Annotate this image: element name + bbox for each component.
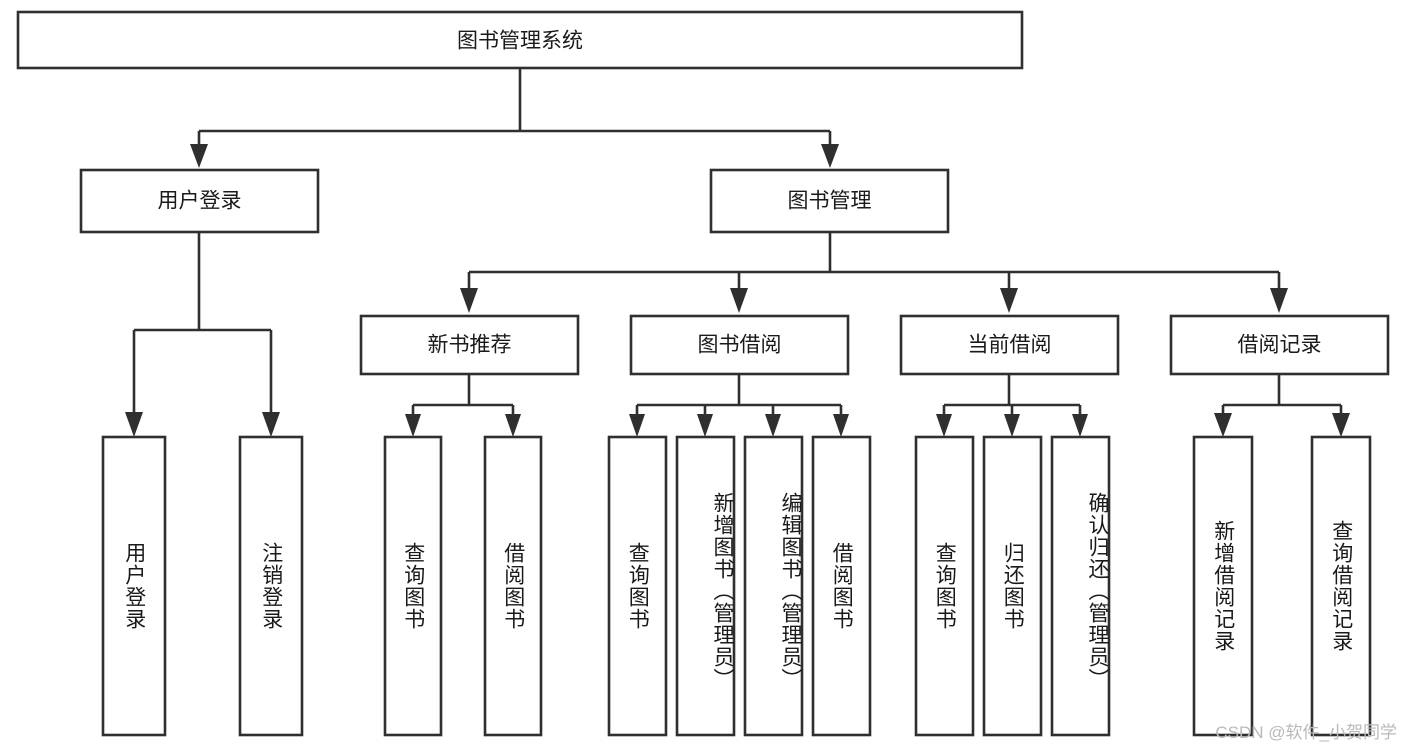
node-box-root[interactable] [16,10,1024,70]
arrowhead-current-borrow [1000,288,1018,313]
arrowhead-leaf-user-login-1 [125,412,143,437]
leaf-box-user-login-1[interactable] [101,435,167,737]
node-label-root: 图书管理系统 [457,30,583,53]
arrowhead-book-borrow [730,288,748,313]
arrowheads-group [125,144,1350,437]
node-box-book-borrow[interactable] [629,314,850,376]
leaf-box-borrow-record-1[interactable] [1192,435,1254,737]
node-new-book-recommend[interactable]: 新书推荐 [359,314,580,376]
leaf-box-current-borrow-2[interactable] [982,435,1043,737]
arrowhead-leaf-current-borrow-2 [1004,414,1020,437]
node-label-user-login: 用户登录 [158,190,242,213]
arrowhead-borrow-record [1270,288,1288,313]
node-label-current-borrow: 当前借阅 [968,334,1052,357]
arrowhead-leaf-borrow-record-2 [1332,413,1350,437]
leaf-box-user-login-2[interactable] [238,435,304,737]
node-book-manage[interactable]: 图书管理 [709,168,950,234]
leaf-box-book-borrow-1[interactable] [607,435,668,737]
leaf-box-borrow-record-2[interactable] [1310,435,1372,737]
node-label-book-manage: 图书管理 [788,190,872,213]
node-label-new-book-recommend: 新书推荐 [428,334,512,357]
leaf-box-current-borrow-1[interactable] [914,435,975,737]
leaf-box-current-borrow-3[interactable] [1050,435,1111,737]
leaf-box-book-borrow-4[interactable] [811,435,872,737]
arrowhead-leaf-book-borrow-4 [833,414,849,437]
arrowhead-book-manage [821,144,839,168]
leaf-boxes-group [101,435,1372,737]
arrowhead-leaf-new-book-1 [405,414,421,437]
leaf-box-book-borrow-3[interactable] [743,435,804,737]
node-current-borrow[interactable]: 当前借阅 [899,314,1120,376]
node-user-login[interactable]: 用户登录 [79,168,320,234]
node-box-book-manage[interactable] [709,168,950,234]
arrowhead-leaf-book-borrow-2 [697,414,713,437]
node-label-book-borrow: 图书借阅 [698,334,782,357]
leaf-box-new-book-1[interactable] [383,435,443,737]
node-label-borrow-record: 借阅记录 [1238,334,1322,357]
node-box-new-book-recommend[interactable] [359,314,580,376]
arrowhead-leaf-new-book-2 [505,414,521,437]
arrowhead-leaf-book-borrow-3 [765,414,781,437]
arrowhead-leaf-current-borrow-1 [936,414,952,437]
arrowhead-leaf-book-borrow-1 [629,414,645,437]
node-book-borrow[interactable]: 图书借阅 [629,314,850,376]
node-box-user-login[interactable] [79,168,320,234]
arrowhead-leaf-current-borrow-3 [1072,414,1088,437]
node-box-borrow-record[interactable] [1169,314,1390,376]
csdn-watermark: CSDN @软件_小贺同学 [1215,723,1397,742]
arrowhead-user-login [190,144,208,168]
leaf-box-book-borrow-2[interactable] [675,435,736,737]
arrowhead-leaf-user-login-2 [262,412,280,437]
node-borrow-record[interactable]: 借阅记录 [1169,314,1390,376]
leaf-box-new-book-2[interactable] [483,435,543,737]
node-box-current-borrow[interactable] [899,314,1120,376]
arrowhead-leaf-borrow-record-1 [1214,413,1232,437]
node-root[interactable]: 图书管理系统 [16,10,1024,70]
arrowhead-new-book [460,288,478,313]
